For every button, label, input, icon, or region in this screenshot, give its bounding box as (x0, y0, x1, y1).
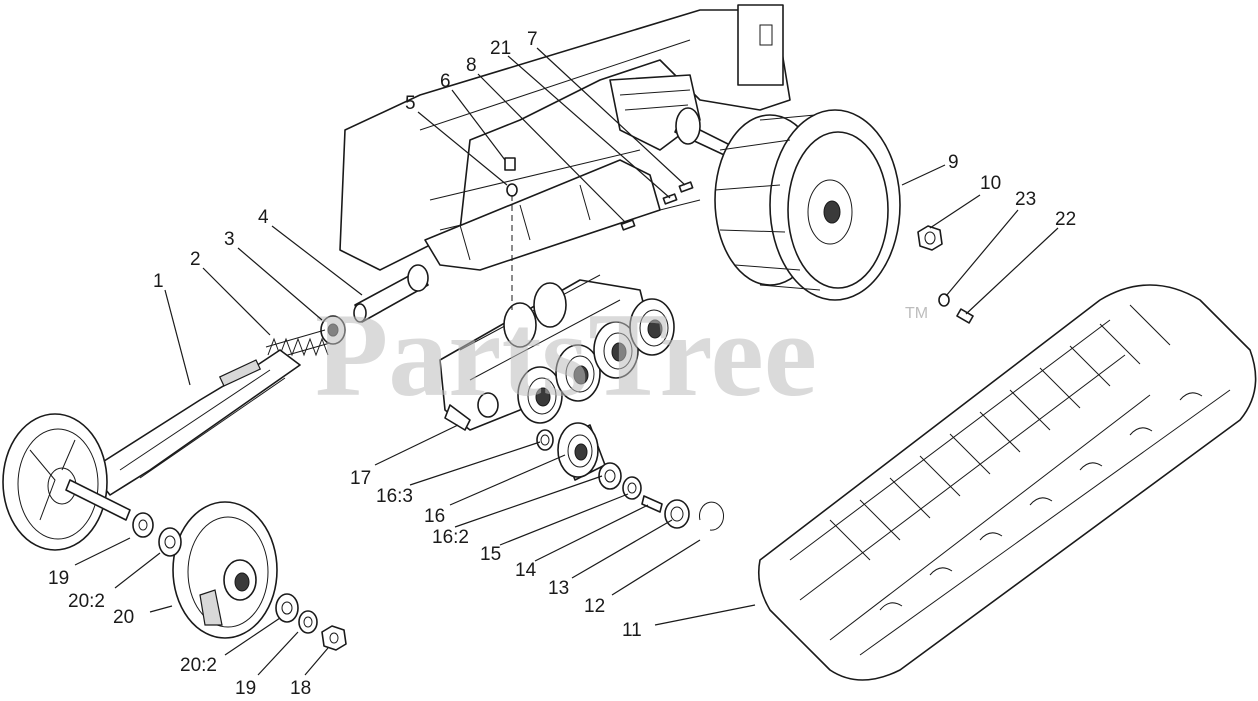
callout-5: 5 (405, 93, 416, 114)
callout-22: 22 (1055, 209, 1076, 230)
callout-20-2-a: 20:2 (68, 591, 105, 612)
callout-12: 12 (584, 596, 605, 617)
callout-1: 1 (153, 271, 164, 292)
callout-10: 10 (980, 173, 1001, 194)
watermark-tm: TM (905, 305, 928, 322)
front-idler-wheel (2, 413, 108, 551)
callout-2: 2 (190, 249, 201, 270)
callout-17: 17 (350, 468, 371, 489)
callout-11: 11 (622, 620, 642, 641)
callout-15: 15 (480, 544, 501, 565)
callout-7: 7 (527, 29, 538, 50)
drive-sprocket-wheel (714, 109, 901, 301)
callout-13: 13 (548, 578, 569, 599)
callout-16-3: 16:3 (376, 486, 413, 507)
callout-23: 23 (1015, 189, 1036, 210)
callout-14: 14 (515, 560, 537, 581)
callout-19-a: 19 (48, 568, 69, 589)
callout-3: 3 (224, 229, 235, 250)
watermark-text: PartsTree (315, 288, 817, 421)
roller-hardware (536, 422, 724, 531)
callout-21: 21 (490, 38, 511, 59)
tensioner-shaft (353, 264, 429, 323)
leader-lines (74, 47, 1059, 676)
drive-shaft (674, 107, 741, 161)
chassis-frame (339, 4, 791, 271)
tensioner-arm (89, 349, 301, 496)
callout-labels: 1 2 3 4 5 6 7 8 9 10 11 12 13 14 15 16 1… (48, 29, 1076, 699)
callout-20: 20 (113, 607, 134, 628)
wheel-nut-washer-bolt (917, 225, 974, 324)
callout-16-2: 16:2 (432, 527, 469, 548)
callout-16: 16 (424, 506, 445, 527)
callout-4: 4 (258, 207, 269, 228)
callout-18: 18 (290, 678, 311, 699)
callout-9: 9 (948, 152, 959, 173)
callout-6: 6 (440, 71, 451, 92)
watermark: PartsTree TM (315, 288, 928, 421)
callout-19-b: 19 (235, 678, 256, 699)
idler-axle (65, 479, 131, 521)
callout-20-2-b: 20:2 (180, 655, 217, 676)
track-rollers (503, 282, 675, 424)
tensioner-collar (320, 315, 346, 345)
frame-bolts (504, 157, 694, 231)
rubber-track (757, 284, 1257, 681)
callout-8: 8 (466, 55, 477, 76)
rear-idler-wheel (172, 501, 278, 639)
idler-washers-bearings (132, 512, 347, 651)
